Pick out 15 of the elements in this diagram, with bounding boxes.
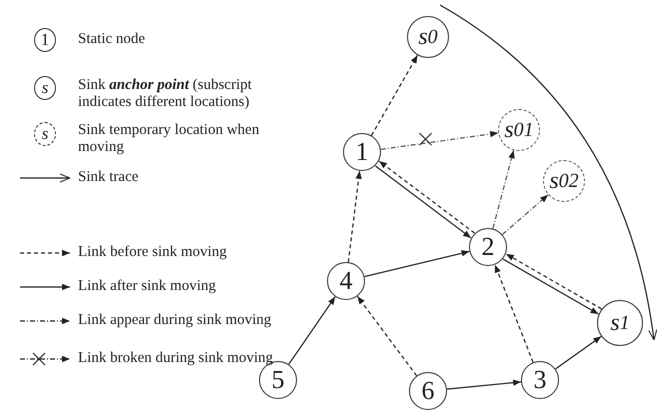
node-circle: 4	[327, 262, 365, 300]
legend-symbol-text: 1	[40, 30, 50, 50]
legend-text: Sink temporary location when moving	[78, 122, 260, 156]
legend-text: Link after sink moving	[78, 278, 217, 295]
node-circle: 6	[409, 372, 447, 410]
legend-text: Static node	[78, 31, 146, 48]
legend-text: Link before sink moving	[78, 244, 228, 261]
legend-text: Link appear during sink moving	[78, 312, 272, 329]
node-circle: 3	[521, 361, 559, 399]
legend-symbol-text: s	[42, 124, 48, 144]
node-circle: 2	[469, 228, 507, 266]
node-circle: 1	[343, 133, 381, 171]
legend-symbol-text: s	[42, 78, 48, 98]
legend-text: Sink anchor point (subscript indicates different locations)	[78, 77, 253, 111]
legend-text: Sink trace	[78, 169, 140, 186]
